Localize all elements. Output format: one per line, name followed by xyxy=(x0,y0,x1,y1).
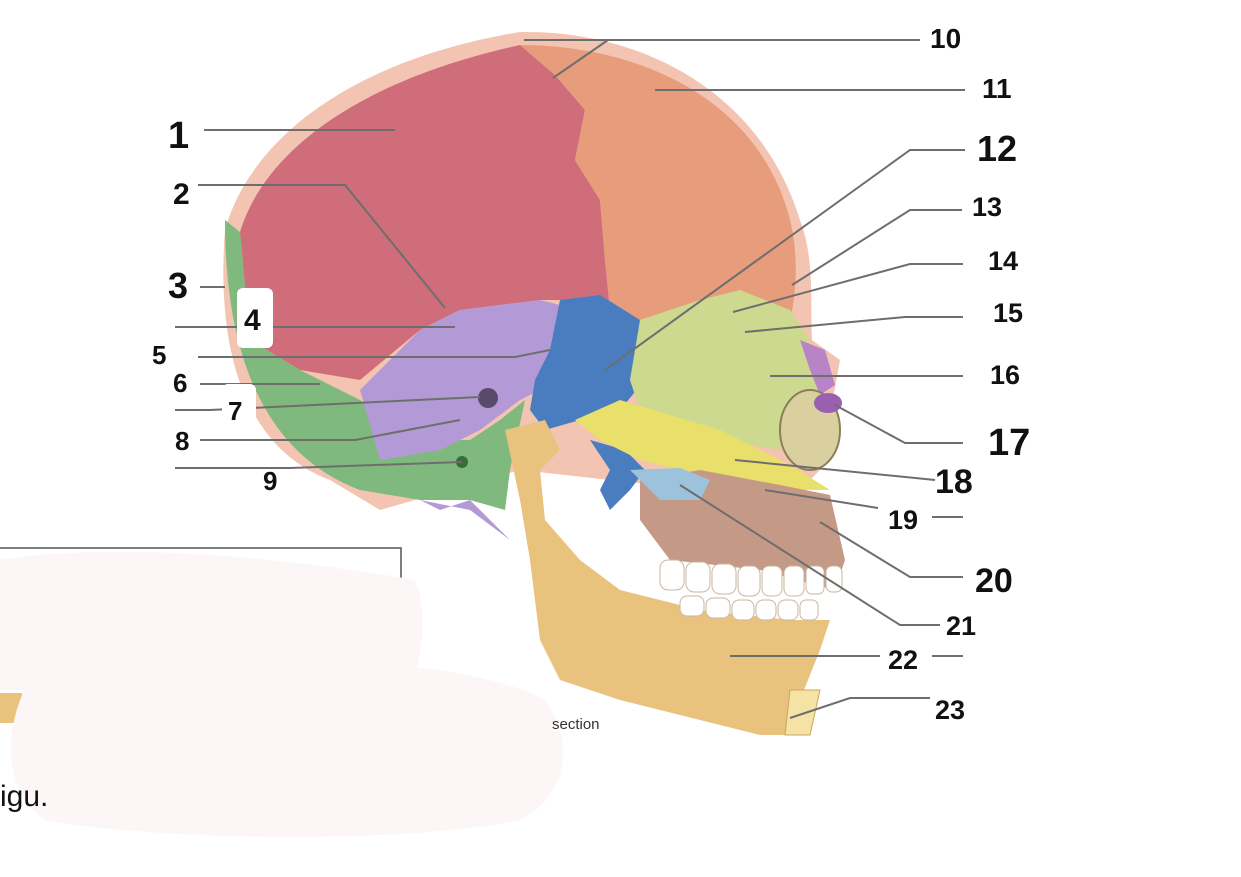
label-16: 16 xyxy=(990,360,1020,390)
label-14: 14 xyxy=(988,246,1018,276)
label-23: 23 xyxy=(935,695,965,725)
label-11: 11 xyxy=(982,73,1012,104)
label-19: 19 xyxy=(888,505,918,535)
parietal-bone xyxy=(240,45,610,380)
mandible-section xyxy=(784,689,821,736)
label-5: 5 xyxy=(152,340,166,370)
frontal-bone xyxy=(520,45,796,340)
label-10: 10 xyxy=(930,23,961,54)
label-18: 18 xyxy=(935,463,973,501)
zygomatic-bone xyxy=(575,400,830,490)
lacrimal-bone xyxy=(814,393,842,413)
label-12: 12 xyxy=(977,128,1017,169)
leader-lines xyxy=(175,39,965,719)
label-7: 7 xyxy=(228,396,242,426)
teeth xyxy=(659,559,843,621)
mastoid-process xyxy=(400,490,510,540)
label-4: 4 xyxy=(244,304,261,337)
sphenoid-pterygoid xyxy=(590,440,645,510)
label-21: 21 xyxy=(946,611,976,641)
label-15: 15 xyxy=(993,298,1023,328)
label-6: 6 xyxy=(173,368,187,398)
nasal-bone xyxy=(800,340,835,395)
label-7-box xyxy=(222,384,256,434)
label-1: 1 xyxy=(168,115,189,157)
redaction-blob-bottom xyxy=(11,659,564,837)
label-2: 2 xyxy=(173,178,190,211)
redaction-blob-top xyxy=(0,551,423,690)
label-3: 3 xyxy=(168,265,188,306)
label-8: 8 xyxy=(175,426,189,456)
section-label: section xyxy=(552,716,600,733)
label-17: 17 xyxy=(988,422,1030,464)
label-22: 22 xyxy=(888,645,918,675)
sphenoid-bone xyxy=(530,295,645,430)
figure-caption-fragment: igu. xyxy=(0,780,49,813)
label-13: 13 xyxy=(972,192,1002,222)
number-labels: 1 2 3 4 5 6 7 8 9 10 11 12 13 14 15 16 1… xyxy=(152,23,1030,725)
occipital-bone xyxy=(225,220,525,510)
temporal-bone xyxy=(360,300,585,460)
external-acoustic-meatus xyxy=(478,388,498,408)
label-20: 20 xyxy=(975,562,1013,600)
label-4-box xyxy=(237,288,273,348)
legend-frame xyxy=(0,547,402,578)
label-9: 9 xyxy=(263,466,277,496)
